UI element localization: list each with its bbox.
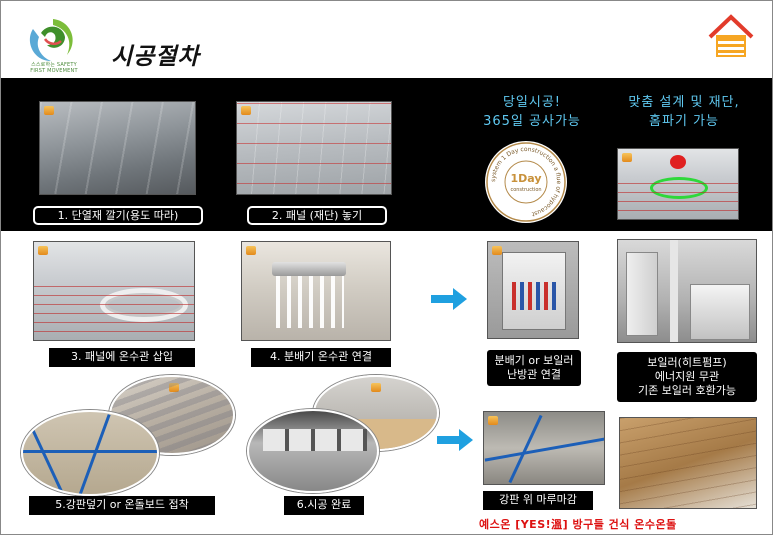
arrow-right-icon: [431, 288, 467, 310]
stamp-center-top: 1Day: [510, 172, 541, 185]
photo-tag-icon: [169, 383, 179, 392]
distributor-photo: [487, 241, 579, 339]
distributor-caption-line1: 분배기 or 보일러: [494, 354, 574, 367]
distributor-caption: 분배기 or 보일러 난방관 연결: [487, 350, 581, 386]
page-title: 시공절차: [111, 44, 200, 70]
photo-tag-icon: [622, 153, 632, 162]
manifold: [272, 262, 346, 276]
photo-tag-icon: [246, 246, 256, 255]
step6-photo-front: [247, 409, 379, 493]
step3-photo: [33, 241, 195, 341]
boiler-pipe: [670, 240, 678, 342]
step2-caption: 2. 패널 (재단) 놓기: [247, 206, 387, 225]
photo-tag-icon: [38, 246, 48, 255]
logo-text: 스스로하는 SAFETY FIRST MOVEMENT: [30, 62, 78, 74]
headline-same-day-line2: 365일 공사가능: [483, 114, 581, 129]
step1-photo: [39, 101, 196, 195]
photo-tag-icon: [241, 106, 251, 115]
custom-design-photo: [617, 148, 739, 220]
boiler-caption: 보일러(히트펌프) 에너지원 무관 기존 보일러 호환가능: [617, 352, 757, 402]
headline-custom-design-line1: 맞춤 설계 및 재단,: [628, 95, 740, 110]
brand-footer: 예스온 [YES!溫] 방구들 건식 온수온돌: [479, 518, 677, 531]
boiler-unit: [626, 252, 658, 336]
blue-tape-line: [23, 450, 157, 453]
stamp-graphic-icon: system 1 Day construction a flue of hypo…: [486, 142, 566, 222]
step4-caption: 4. 분배기 온수관 연결: [251, 348, 391, 367]
step4-photo: [241, 241, 391, 341]
step3-caption: 3. 패널에 온수관 삽입: [49, 348, 195, 367]
boiler-caption-line3: 기존 보일러 호환가능: [637, 384, 737, 397]
finish-caption: 강판 위 마루마감: [483, 491, 593, 510]
photo-tag-icon: [371, 383, 381, 392]
worker-helmet: [670, 155, 686, 169]
finish-steel-photo: [483, 411, 605, 485]
header: 스스로하는 SAFETY FIRST MOVEMENT 시공절차: [1, 1, 772, 78]
distributor-caption-line2: 난방관 연결: [506, 368, 562, 381]
room-windows: [263, 429, 367, 451]
photo-tag-icon: [488, 416, 498, 425]
heat-pump: [690, 284, 750, 340]
boiler-caption-line1: 보일러(히트펌프): [647, 356, 727, 369]
step2-photo: [236, 101, 392, 195]
highlight-ellipse: [650, 177, 708, 199]
house-logo-icon: [708, 14, 754, 57]
arrow-right-icon: [437, 429, 473, 451]
step1-caption: 1. 단열재 깔기(용도 따라): [33, 206, 203, 225]
company-logo-icon: [29, 19, 73, 61]
step6-caption: 6.시공 완료: [284, 496, 364, 515]
step5-photo-front: [21, 410, 159, 496]
stamp-center-bottom: construction: [510, 187, 541, 193]
step5-caption: 5.강판덮기 or 온돌보드 접착: [29, 496, 215, 515]
headline-same-day: 당일시공! 365일 공사가능: [467, 93, 597, 131]
headline-same-day-line1: 당일시공!: [502, 95, 562, 110]
photo-tag-icon: [492, 246, 502, 255]
blue-tape-line: [78, 414, 111, 494]
manifold-pipes: [276, 276, 344, 328]
headline-custom-design-line2: 홈파기 가능: [649, 114, 719, 129]
photo-tag-icon: [44, 106, 54, 115]
boiler-caption-line2: 에너지원 무관: [654, 370, 720, 383]
pipe-coil: [100, 288, 188, 322]
one-day-stamp: system 1 Day construction a flue of hypo…: [485, 141, 567, 223]
headline-custom-design: 맞춤 설계 및 재단, 홈파기 가능: [609, 93, 759, 131]
blue-tape-line: [24, 415, 65, 494]
blue-tape-line: [484, 437, 604, 462]
boiler-photo: [617, 239, 757, 343]
wood-floor-photo: [619, 417, 757, 509]
distributor-valves: [512, 282, 556, 310]
